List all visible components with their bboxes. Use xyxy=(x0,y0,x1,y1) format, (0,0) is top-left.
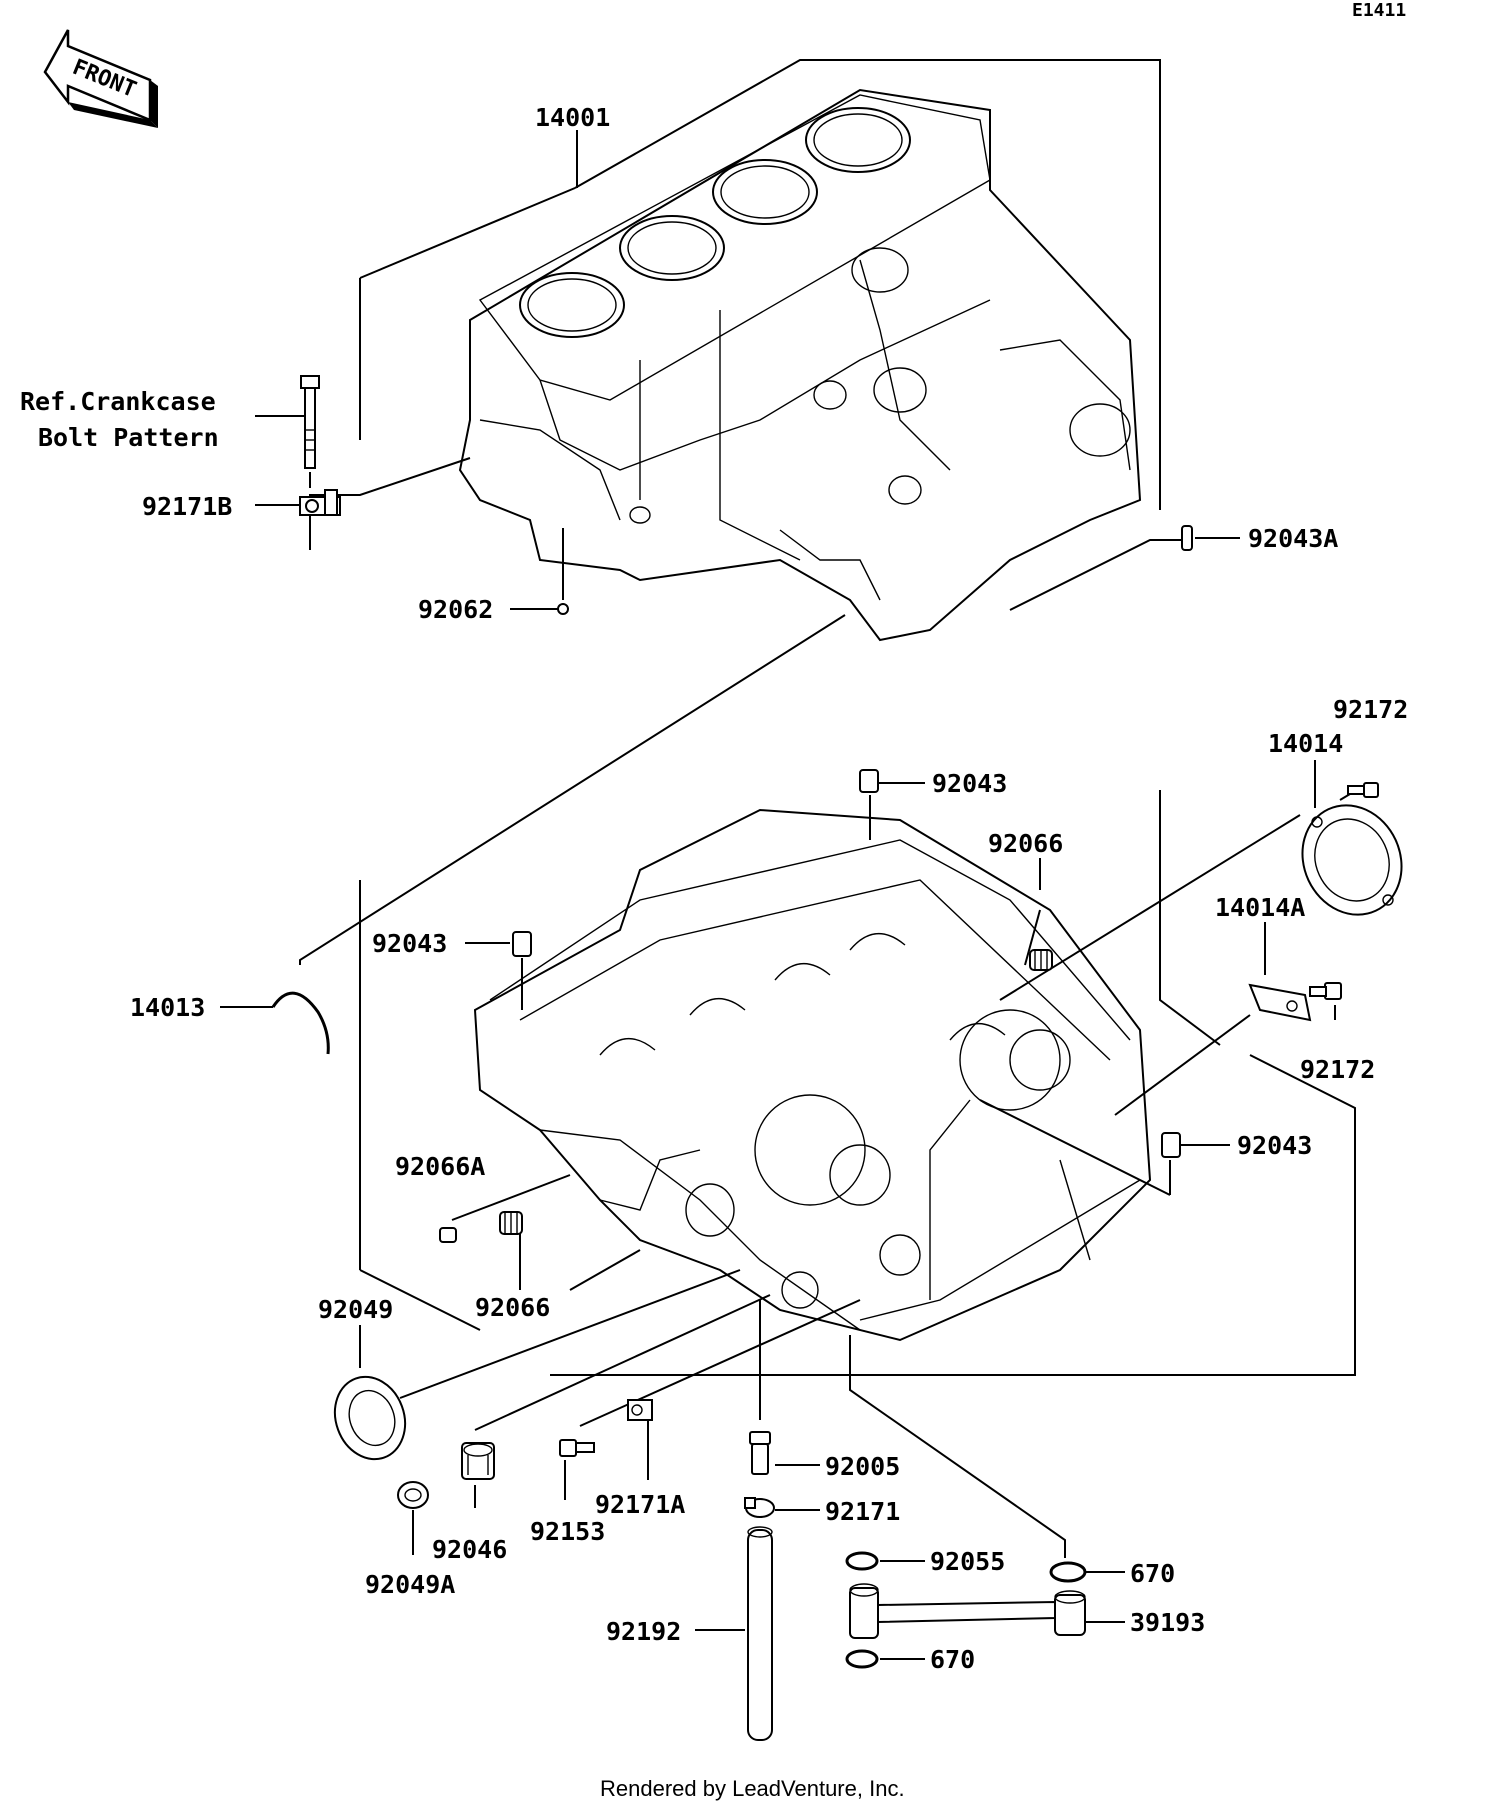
clamp-92171 xyxy=(744,1497,775,1518)
label-92005: 92005 xyxy=(825,1452,900,1481)
label-92171b: 92171B xyxy=(142,492,232,521)
bolt-92172-mid xyxy=(1309,982,1342,1000)
label-39193: 39193 xyxy=(1130,1608,1205,1637)
oring-670-bottom xyxy=(845,1649,879,1669)
oil-seal-92049 xyxy=(333,1375,407,1461)
clamp-92171b xyxy=(299,489,341,516)
label-92043a: 92043A xyxy=(1248,524,1338,553)
label-92043-left: 92043 xyxy=(372,929,447,958)
label-92172-mid: 92172 xyxy=(1300,1055,1375,1084)
label-92066-top: 92066 xyxy=(988,829,1063,858)
label-670-top: 670 xyxy=(1130,1559,1175,1588)
fitting-92005 xyxy=(749,1431,771,1475)
upper-crankcase xyxy=(458,88,1142,642)
label-92049a: 92049A xyxy=(365,1570,455,1599)
ref-note-line2: Bolt Pattern xyxy=(38,423,219,452)
label-92171: 92171 xyxy=(825,1497,900,1526)
dowel-92043-left xyxy=(512,931,532,957)
half-ring-14013 xyxy=(271,991,330,1055)
lower-crankcase xyxy=(473,808,1152,1342)
oring-670-top xyxy=(1049,1561,1087,1583)
label-670-bottom: 670 xyxy=(930,1645,975,1674)
label-92055: 92055 xyxy=(930,1547,1005,1576)
ref-note-line1: Ref.Crankcase xyxy=(20,387,216,416)
label-92171a: 92171A xyxy=(595,1490,685,1519)
diagram-code: E1411 xyxy=(1352,0,1406,21)
label-92192: 92192 xyxy=(606,1617,681,1646)
hose-92192 xyxy=(747,1526,773,1741)
label-92049: 92049 xyxy=(318,1295,393,1324)
spring-92066-top xyxy=(1029,949,1053,971)
label-92153: 92153 xyxy=(530,1517,605,1546)
label-92043-top: 92043 xyxy=(932,769,1007,798)
leader-lines xyxy=(220,59,1366,1660)
bracket-14014a xyxy=(1248,983,1312,1022)
footer-credit: Rendered by LeadVenture, Inc. xyxy=(600,1776,905,1801)
label-92066a: 92066A xyxy=(395,1152,485,1181)
label-92043-right: 92043 xyxy=(1237,1131,1312,1160)
pipe-39193 xyxy=(849,1583,1086,1639)
label-14014a: 14014A xyxy=(1215,893,1305,922)
dowel-92043-top xyxy=(859,769,879,793)
clamp-92171a xyxy=(627,1399,653,1421)
plug-92066a xyxy=(439,1227,457,1243)
oil-seal-92049a xyxy=(397,1481,429,1509)
bolt-92172-top xyxy=(1347,782,1379,798)
plug-92062 xyxy=(557,603,569,615)
front-arrow-icon: FRONT xyxy=(43,29,158,128)
pin-92043a xyxy=(1181,525,1193,551)
label-92046: 92046 xyxy=(432,1535,507,1564)
label-92062: 92062 xyxy=(418,595,493,624)
label-14001: 14001 xyxy=(535,103,610,132)
dowel-92043-right xyxy=(1161,1132,1181,1158)
bolt-92153 xyxy=(559,1439,595,1457)
label-14014: 14014 xyxy=(1268,729,1343,758)
label-14013: 14013 xyxy=(130,993,205,1022)
label-92172-top: 92172 xyxy=(1333,695,1408,724)
cover-plate-14014 xyxy=(1301,804,1403,916)
label-92066-bottom: 92066 xyxy=(475,1293,550,1322)
bearing-92046 xyxy=(461,1442,495,1480)
spring-92066-bottom xyxy=(499,1211,523,1235)
oring-92055 xyxy=(845,1551,879,1571)
crankcase-bolt xyxy=(300,375,320,469)
